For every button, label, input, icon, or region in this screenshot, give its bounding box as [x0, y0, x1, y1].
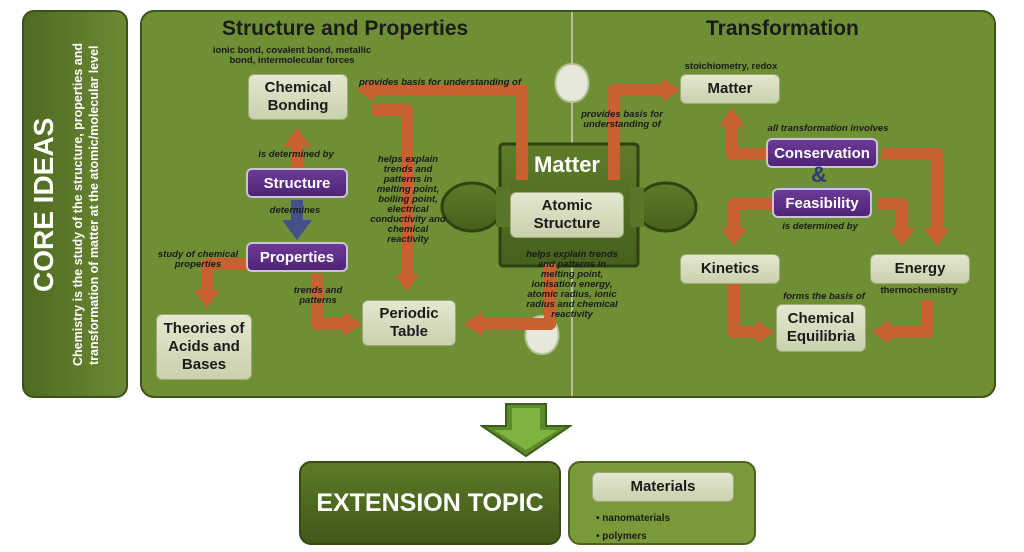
core-ideas-title: CORE IDEAS: [28, 117, 59, 293]
feasibility-node: Feasibility: [772, 188, 872, 218]
label-determined-by-structure: is determined by: [258, 149, 334, 160]
chemical-bonding-node: Chemical Bonding: [248, 74, 348, 120]
arrowhead-matter-up: [719, 108, 745, 126]
arrowhead-table-right: [464, 312, 482, 336]
arrowhead-kinetics: [721, 228, 747, 246]
blue-arrowhead: [282, 220, 312, 240]
kinetics-node: Kinetics: [680, 254, 780, 284]
label-all-transformation: all transformation involves: [767, 123, 889, 134]
structure-node: Structure: [246, 168, 348, 198]
ampersand: &: [811, 162, 827, 187]
arrow-conservation-to-matter: [726, 122, 770, 160]
transformation-section-title: Transformation: [706, 17, 859, 40]
arrowhead-equilibria-right: [872, 320, 890, 344]
orange-arrows-right: [608, 84, 943, 338]
bullet-text: polymers: [602, 531, 647, 542]
properties-node: Properties: [246, 242, 348, 272]
arrow-properties-to-table: [311, 274, 347, 330]
arrowhead-matter-right: [662, 78, 680, 102]
arrow-feasibility-to-energy: [878, 198, 908, 230]
bullet-text: nanomaterials: [602, 513, 671, 524]
materials-bullet-item: • polymers: [596, 531, 647, 542]
arrow-properties-to-theories: [201, 258, 249, 294]
core-ideas-description: Chemistry is the study of the structure,…: [71, 43, 101, 367]
arrow-matter-to-table: [480, 264, 556, 330]
label-helps-explain-bottom: helps explain trends and patterns in mel…: [526, 249, 618, 320]
orange-arrowheads-left: [194, 78, 482, 336]
label-study-chemical-properties: study of chemical properties: [157, 249, 239, 270]
arrowhead-energy-down-inner: [889, 228, 915, 246]
orange-arrowheads-right: [662, 78, 950, 344]
arrowhead-theories: [194, 290, 220, 308]
arrowhead-table-top: [395, 274, 419, 292]
arrow-conservation-to-energy: [882, 148, 943, 230]
arrow-bonding-to-table: [372, 104, 413, 277]
arrowhead-energy-down-outer: [924, 228, 950, 246]
label-forms-basis: forms the basis of: [783, 291, 865, 302]
label-determines: determines: [269, 205, 321, 216]
extension-topic-box: EXTENSION TOPIC: [299, 461, 561, 545]
down-arrow-icon: [480, 403, 572, 458]
arrow-matter-to-bonding: [372, 84, 528, 180]
arrowhead-table-left: [344, 312, 362, 336]
arrowhead-bonding: [357, 78, 374, 102]
label-provides-basis-right: provides basis for understanding of: [581, 109, 663, 130]
label-provides-basis-left: provides basis for understanding of: [358, 77, 522, 88]
arrow-kinetics-to-equilibria: [728, 284, 760, 338]
materials-bullet-item: • nanomaterials: [596, 513, 671, 524]
structure-section-title: Structure and Properties: [222, 17, 469, 40]
label-helps-explain-left: helps explain trends and patterns in mel…: [370, 154, 446, 245]
materials-node: Materials: [592, 472, 734, 502]
energy-node: Energy: [870, 254, 970, 284]
arrowhead-bonding-up: [283, 128, 311, 147]
label-trends-and-patterns: trends and patterns: [293, 285, 343, 306]
atomic-structure-node: Atomic Structure: [510, 192, 624, 238]
arrow-feasibility-to-kinetics: [728, 198, 772, 230]
arrow-energy-to-equilibria: [887, 300, 933, 338]
arrowhead-equilibria-left: [756, 320, 774, 344]
arrow-matter-to-transformation: [608, 84, 664, 180]
thermochemistry-note: thermochemistry: [880, 285, 958, 296]
theories-acids-bases-node: Theories of Acids and Bases: [156, 314, 252, 380]
bonding-note: ionic bond, covalent bond, metallic bond…: [212, 45, 372, 66]
periodic-table-node: Periodic Table: [362, 300, 456, 346]
core-ideas-panel: [22, 10, 128, 398]
puzzle-knob-top: [554, 62, 590, 104]
matter-transformation-node: Matter: [680, 74, 780, 104]
stoichiometry-note: stoichiometry, redox: [684, 61, 778, 72]
materials-bullet-list: • nanomaterials • polymers: [596, 508, 670, 544]
label-determined-by-feasibility: is determined by: [782, 221, 858, 232]
chemical-equilibria-node: Chemical Equilibria: [776, 304, 866, 352]
blue-arrow-shaft: [291, 200, 303, 222]
conservation-node: Conservation: [766, 138, 878, 168]
matter-core-title: Matter: [533, 152, 600, 177]
